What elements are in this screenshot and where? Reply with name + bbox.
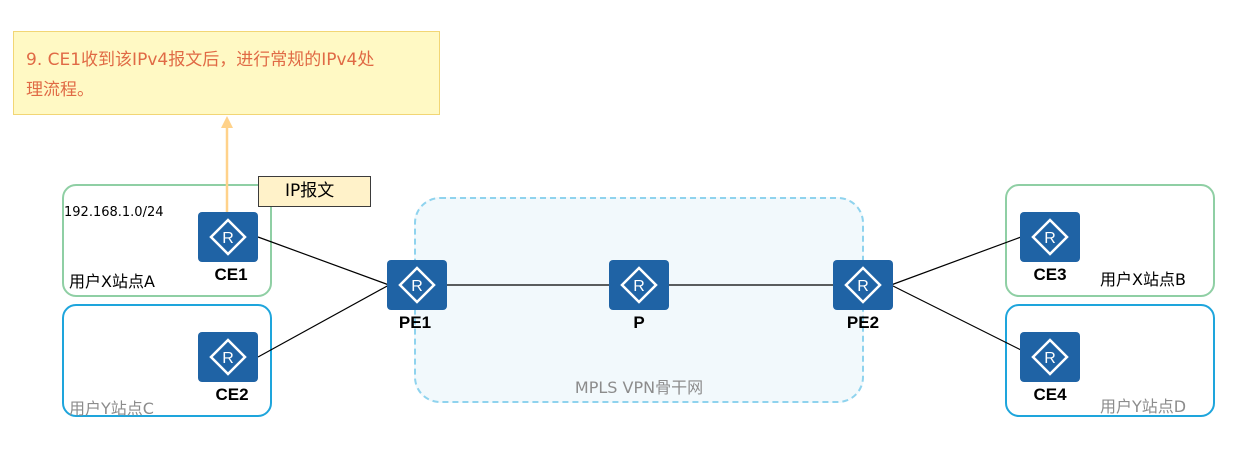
label-pe2: PE2 (846, 313, 880, 332)
packet-arrow-head (221, 116, 233, 128)
callout-line-2: 理流程。 (26, 80, 94, 100)
site-c-box (62, 304, 272, 417)
router-ce4[interactable]: R (1020, 332, 1080, 382)
router-icon: R (1031, 338, 1069, 376)
backbone-label: MPLS VPN骨干网 (574, 378, 704, 397)
router-icon: R (209, 338, 247, 376)
router-pe1[interactable]: R (387, 260, 447, 310)
label-ce2: CE2 (215, 385, 249, 404)
svg-text:R: R (222, 230, 234, 247)
site-d-label: 用户Y站点D (1100, 397, 1187, 416)
router-icon: R (209, 218, 247, 256)
label-ce1: CE1 (214, 265, 248, 284)
label-pe1: PE1 (398, 313, 432, 332)
callout-line-1: 9. CE1收到该IPv4报文后，进行常规的IPv4处 (26, 50, 375, 70)
label-ce4: CE4 (1033, 385, 1067, 404)
site-c-label: 用户Y站点C (69, 399, 154, 418)
router-icon: R (1031, 218, 1069, 256)
svg-text:R: R (222, 350, 234, 367)
label-ce3: CE3 (1033, 265, 1067, 284)
router-p[interactable]: R (609, 260, 669, 310)
router-ce1[interactable]: R (198, 212, 258, 262)
label-p: P (633, 313, 645, 332)
site-b-box (1005, 184, 1215, 297)
site-d-box (1005, 304, 1215, 417)
site-b-label: 用户X站点B (1100, 270, 1186, 289)
link-ce1-pe1 (257, 236, 390, 286)
router-icon: R (844, 266, 882, 304)
svg-text:R: R (857, 278, 869, 295)
packet-tag: IP报文 (258, 176, 371, 207)
router-ce3[interactable]: R (1020, 212, 1080, 262)
svg-text:R: R (1044, 230, 1056, 247)
svg-text:R: R (1044, 350, 1056, 367)
link-pe2-ce4 (890, 284, 1022, 351)
site-a-label: 用户X站点A (69, 272, 155, 291)
subnet-label: 192.168.1.0/24 (64, 205, 164, 220)
site-a-box (62, 184, 272, 297)
link-pe2-ce3 (890, 236, 1022, 286)
router-pe2[interactable]: R (833, 260, 893, 310)
svg-text:R: R (633, 278, 645, 295)
router-ce2[interactable]: R (198, 332, 258, 382)
router-icon: R (398, 266, 436, 304)
link-ce2-pe1 (257, 284, 390, 358)
callout-box: 9. CE1收到该IPv4报文后，进行常规的IPv4处 理流程。 (13, 31, 440, 115)
svg-text:R: R (411, 278, 423, 295)
router-icon: R (620, 266, 658, 304)
